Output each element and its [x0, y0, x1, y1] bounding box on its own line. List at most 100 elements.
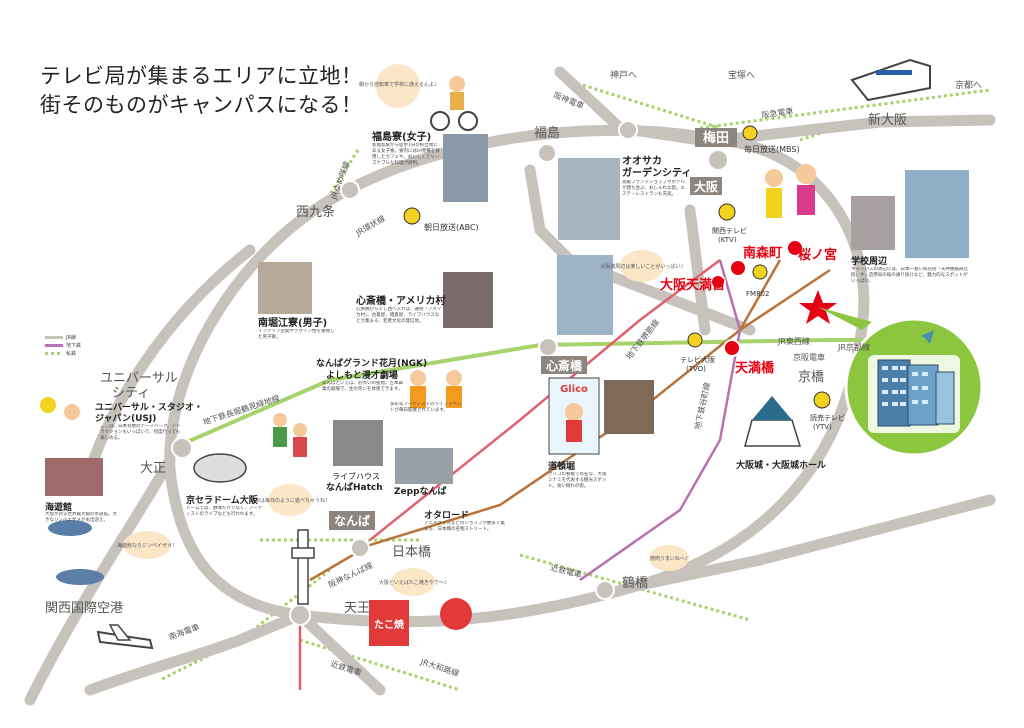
station-dot-taisho — [171, 437, 193, 459]
hanshin-line — [559, 76, 721, 130]
whale-shark-illustration — [48, 520, 104, 585]
station-label-shinsaibashi: 心斎橋 — [546, 358, 583, 373]
line-label-kintetsu: 近鉄電車 — [550, 562, 583, 579]
spot-title-zepp: Zeppなんば — [394, 485, 447, 497]
paper-plane-icon — [921, 330, 934, 344]
legend-label-subway: 地下鉄 — [66, 342, 82, 349]
spot-title-shinsaibashi-america: 心斎橋・アメリカ村 — [356, 294, 446, 307]
bubble-text-fukushima: 朝から自転車で学校に通えるんよ♪ — [359, 81, 437, 88]
line-label-hankyu: 阪急電車 — [761, 106, 794, 120]
spot-desc-fukushima-dorm: 新福島駅から徒歩1分の好立地にある女子寮。寮内にはIH完備を採用したカフェや、お… — [372, 143, 440, 166]
spot-desc-shinsaibashi-america: 心斎橋から少し西へ入れば、通称「アメリカ村」。古着屋、雑貨屋、ライブハウスなどが… — [356, 307, 442, 324]
station-label-namba: なんば — [334, 513, 370, 528]
spot-title-ngk-2: よしもと漫才劇場 — [326, 369, 398, 381]
title-line-2: 街そのものがキャンパスになる！ — [40, 93, 363, 117]
antenna-icon — [718, 203, 736, 221]
line-label-jr-yamatoji: JR大和路線 — [418, 656, 460, 678]
dotonbori-photo — [604, 380, 654, 434]
legend-swatch-jr — [45, 335, 63, 339]
bubble-text-namba: 週末は毎日のように遊べちゃうね！ — [250, 497, 330, 504]
tv-fm802: FM802 — [746, 264, 769, 298]
bubble-kaiyukan — [123, 531, 171, 559]
tv-stations: 毎日放送(MBS) 朝日放送(ABC) 関西テレビ (KTV) FM802 テレ… — [403, 125, 845, 431]
bubble-text-tsuruhashi: 焼肉うまいね〜♪ — [650, 555, 688, 562]
legend-label-private: 私鉄 — [66, 350, 77, 357]
line-label-nankai: 南海電車 — [167, 622, 200, 642]
line-label-tanimachi: 地下鉄谷町線 — [692, 381, 712, 430]
tv-ytv: 読売テレビ (YTV) — [810, 391, 845, 431]
station-dot-fukushima-jr — [618, 120, 638, 140]
comedian-illustration — [410, 370, 462, 408]
spot-title-kyocera: 京セラドーム大阪 — [186, 494, 259, 506]
tv-label-mbs: 毎日放送(MBS) — [744, 144, 800, 154]
fukushima-dorm-photo — [443, 134, 488, 202]
antenna-icon — [752, 264, 768, 280]
line-label-hanshin-namba: 阪神なんば線 — [326, 560, 374, 590]
bubble-fukushima — [376, 64, 420, 108]
campus-building-icon — [877, 359, 955, 427]
spot-desc-otaroad: アニメグッズなどのショップが数多く集まる、日本橋の名物ストリート。 — [424, 521, 505, 532]
line-label-jr-loop: JR環状線 — [353, 213, 387, 238]
antenna-icon — [813, 391, 831, 409]
spot-title-kaiyukan: 海遊館 — [45, 501, 72, 513]
spot-desc-minamihorie-wrap: インテリア空間やデザイン性を重視した男子寮。 — [258, 329, 335, 340]
spot-title-ngk-1: なんばグランド花月(NGK) — [316, 357, 427, 369]
title-line-1: テレビ局が集まるエリアに立地！ — [40, 64, 363, 88]
tv-label-ktv-1: 関西テレビ — [712, 226, 747, 235]
station-label-umeda: 梅田 — [703, 130, 729, 146]
spot-title-minamihorie-dorm: 南堀江寮(男子) — [258, 316, 327, 329]
castle-illustration — [744, 396, 802, 447]
legend-swatch-subway — [45, 343, 63, 347]
spot-desc-kyocera: ドームでは、野球だけでなく、アーティストのライブなども行われます。 — [186, 506, 263, 517]
bubble-tenma — [620, 250, 664, 282]
spot-desc-ngk: なんばといえば、お笑いの聖地。吉本興業の劇場で、生の笑いを体感できます。 — [322, 381, 403, 392]
spot-title-usj-1: ユニバーサル・スタジオ・ — [95, 401, 203, 413]
station-label-minamimorimachi: 南森町 — [743, 245, 782, 261]
spot-title-livehouse-1: ライブハウス — [332, 471, 380, 481]
spot-title-otaroad: オタロード — [424, 509, 469, 521]
jr-hanwa-line — [84, 609, 306, 696]
station-label-tsuruhashi: 鶴橋 — [622, 575, 648, 591]
spot-desc-otaroad-wrap: アニメグッズなどのショップが数多く集まる、日本橋の名物ストリート。 — [424, 521, 505, 532]
illustrations: たこ焼 Glico — [40, 58, 931, 650]
spot-desc-dotonbori-wrap: グリコの看板で有名な、大阪ミナミを代表する観光スポット。食い倒れの街。 — [548, 472, 607, 489]
spot-title-fukushima-dorm: 福島寮(女子) — [371, 130, 431, 143]
jr-tozai-line — [524, 164, 756, 336]
jr-loop-line — [164, 124, 870, 628]
station-label-fukushima: 福島 — [534, 126, 560, 141]
tv-ktv: 関西テレビ (KTV) — [712, 203, 747, 244]
shinkansen-illustration — [850, 58, 931, 102]
kintetsu-line-2 — [299, 638, 461, 692]
tv-label-ktv-2: (KTV) — [718, 236, 737, 244]
spot-title-usj-2: ジャパン(USJ) — [95, 412, 156, 424]
bubble-text-tenma: 大阪城周辺は楽しいことがいっぱい♪ — [600, 263, 683, 270]
spot-title-garden-city-2: ガーデンシティ — [622, 166, 691, 179]
legend-label-jr: JR線 — [66, 334, 76, 341]
school-area-photo-2 — [851, 196, 895, 250]
bubble-tsuruhashi — [649, 545, 689, 571]
station-label-taisho: 大正 — [140, 461, 166, 476]
spot-desc-livehouse: 多彩なアーティストのライブイベントが毎日開催されています。 — [390, 402, 462, 413]
station-label-usj-2: シティ — [112, 386, 150, 401]
station-labels: 福島 西九条 ユニバーサル シティ 大正 日本橋 天王寺 鶴橋 京橋 新大阪 関… — [45, 112, 907, 616]
spot-desc-usj-wrap: ここは、日本有数のテーマパーク。アトラクションもいっぱいで、何度行っても楽しめる… — [100, 424, 181, 441]
jr-east-line — [634, 494, 996, 591]
shinsaibashi-label-box — [541, 356, 587, 374]
airplane-illustration — [96, 624, 154, 650]
bicycle-girl-illustration — [430, 76, 478, 131]
people-group-illustration — [765, 164, 816, 218]
station-label-sakuranomiya: 桜ノ宮 — [798, 247, 837, 263]
shinkansen-line — [699, 88, 991, 130]
tv-label-fm802: FM802 — [746, 290, 769, 298]
kintetsu-line — [519, 553, 751, 622]
spot-desc-garden-city-wrap: 高級ブランドショップやホテルが建ち並ぶ、おしゃれな街。エステ・レストランも充実。 — [622, 180, 685, 197]
legend-swatch-private — [45, 351, 63, 355]
direction-kyoto: 京都へ — [955, 79, 982, 91]
glico-sign: Glico — [548, 377, 600, 455]
bubble-namba — [268, 484, 312, 516]
minamihorie-dorm-photo — [258, 262, 312, 314]
station-dot-fukushima — [537, 143, 557, 163]
station-label-nipponbashi: 日本橋 — [392, 545, 431, 560]
bubble-tennoji — [391, 568, 435, 596]
